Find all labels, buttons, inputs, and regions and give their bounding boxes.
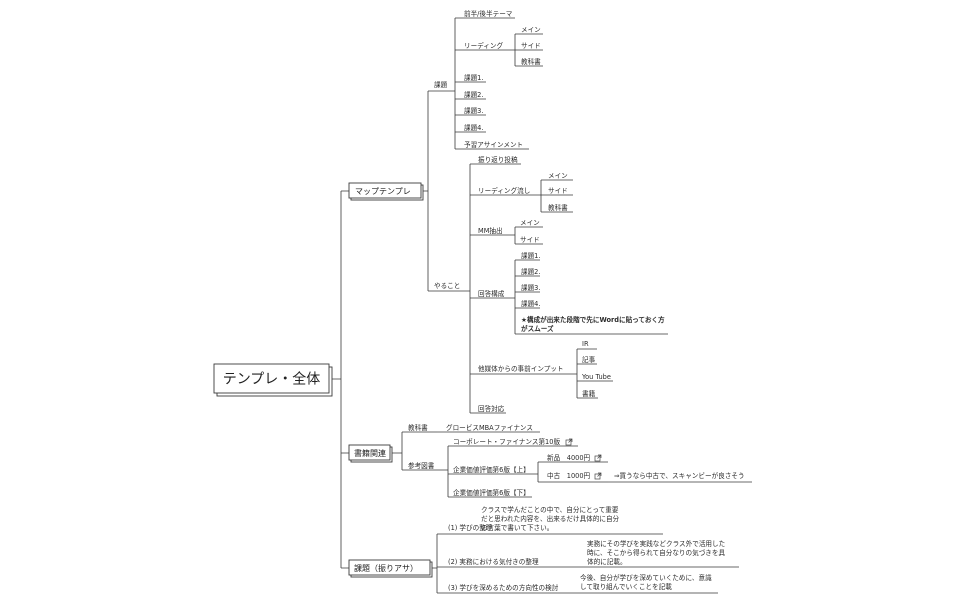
external-link-icon[interactable] — [565, 438, 573, 446]
node-input[interactable]: 他媒体からの事前インプット — [478, 364, 564, 373]
node-learning-summary-desc-2[interactable]: だと思われた内容を、出来るだけ具体的に自分 — [481, 514, 620, 523]
node-kadai-3[interactable]: 課題3. — [464, 106, 483, 115]
root-node[interactable]: テンプレ・全体 — [213, 363, 333, 397]
node-practice-insight-desc-3[interactable]: 体的に記載。 — [587, 557, 627, 566]
branch-map-template[interactable]: マップテンプレ — [348, 182, 424, 201]
connector-lines — [332, 17, 752, 594]
node-reading-main[interactable]: メイン — [521, 26, 541, 34]
node-kaito-4[interactable]: 課題4. — [521, 299, 540, 308]
node-yaru[interactable]: やること — [434, 282, 460, 290]
node-learning-summary-desc-3[interactable]: の言葉で書いて下さい。 — [481, 523, 553, 532]
node-kaito-note-line2[interactable]: がスムーズ — [521, 324, 554, 333]
node-mm[interactable]: MM抽出 — [478, 226, 503, 235]
node-kadai-1[interactable]: 課題1. — [464, 73, 483, 82]
node-yoshu[interactable]: 予習アサインメント — [464, 141, 523, 149]
node-mm-side[interactable]: サイド — [520, 236, 540, 244]
node-used-price[interactable]: 中古 1000円 — [547, 471, 591, 480]
branch-map-template-label: マップテンプレ — [355, 187, 411, 196]
node-reading[interactable]: リーディング — [464, 41, 504, 50]
node-kaito-1[interactable]: 課題1. — [521, 251, 540, 260]
node-reading-textbook[interactable]: 教科書 — [521, 57, 541, 66]
node-kadai-4[interactable]: 課題4. — [464, 123, 483, 132]
node-practice-insight-desc-1[interactable]: 実務にその学びを実践などクラス外で活用した — [587, 539, 725, 548]
node-furikaeri[interactable]: 振り返り投稿 — [478, 155, 518, 164]
node-kadai-2[interactable]: 課題2. — [464, 90, 483, 99]
node-future-direction-desc-1[interactable]: 今後、自分が学びを深めていくために、意識 — [580, 573, 712, 582]
node-practice-insight[interactable]: (2) 実務における気付きの整理 — [448, 557, 539, 566]
node-rf-textbook[interactable]: 教科書 — [548, 203, 568, 212]
branch-books-label: 書籍関連 — [354, 448, 386, 458]
node-kaito[interactable]: 回答構成 — [478, 289, 505, 298]
node-kaito-3[interactable]: 課題3. — [521, 283, 540, 292]
node-learning-summary[interactable]: (1) 学びの整理 — [448, 523, 493, 532]
node-future-direction[interactable]: (3) 学びを深めるための方向性の検討 — [448, 583, 559, 592]
node-rf-side[interactable]: サイド — [548, 187, 568, 195]
node-reading-side[interactable]: サイド — [521, 42, 541, 50]
node-input-article[interactable]: 記事 — [582, 355, 596, 364]
node-textbook-title[interactable]: グロービスMBAファイナンス — [446, 423, 533, 432]
node-learning-summary-desc-1[interactable]: クラスで学んだことの中で、自分にとって重要 — [481, 505, 619, 514]
branch-assignment[interactable]: 課題（振りアサ） — [348, 559, 433, 578]
node-reading-flow[interactable]: リーディング流し — [478, 186, 530, 195]
node-mm-main[interactable]: メイン — [520, 219, 540, 227]
node-valuation-upper[interactable]: 企業価値評価第6版【上】 — [453, 465, 530, 474]
node-theme[interactable]: 前半/後半テーマ — [464, 9, 513, 18]
node-corporate-finance[interactable]: コーポレート・ファイナンス第10版 — [453, 437, 560, 446]
node-future-direction-desc-2[interactable]: して取り組んでいくことを記載 — [580, 582, 672, 591]
node-valuation-lower[interactable]: 企業価値評価第6版【下】 — [453, 488, 530, 497]
node-textbook[interactable]: 教科書 — [408, 423, 428, 432]
node-taio[interactable]: 回答対応 — [478, 404, 505, 413]
root-label: テンプレ・全体 — [223, 371, 321, 388]
node-new-price[interactable]: 新品 4000円 — [547, 453, 591, 462]
branch-assignment-label: 課題（振りアサ） — [354, 563, 418, 573]
node-input-youtube[interactable]: You Tube — [581, 373, 611, 381]
node-kaito-2[interactable]: 課題2. — [521, 267, 540, 276]
node-practice-insight-desc-2[interactable]: 時に、そこから得られて自分なりの気づきを具 — [587, 548, 725, 557]
node-reference[interactable]: 参考図書 — [408, 461, 435, 470]
branch-books[interactable]: 書籍関連 — [348, 444, 393, 463]
node-kadai[interactable]: 課題 — [434, 80, 448, 89]
external-link-icon[interactable] — [594, 472, 602, 480]
node-kaito-note-line1[interactable]: ★構成が出来た段階で先にWordに貼っておく方 — [521, 315, 665, 324]
node-rf-main[interactable]: メイン — [548, 172, 568, 180]
node-input-books[interactable]: 書籍 — [582, 389, 596, 398]
node-input-ir[interactable]: IR — [582, 340, 589, 348]
node-used-note[interactable]: ⇒買うなら中古で、スキャンビーが良さそう — [614, 471, 745, 480]
external-link-icon[interactable] — [594, 454, 602, 462]
